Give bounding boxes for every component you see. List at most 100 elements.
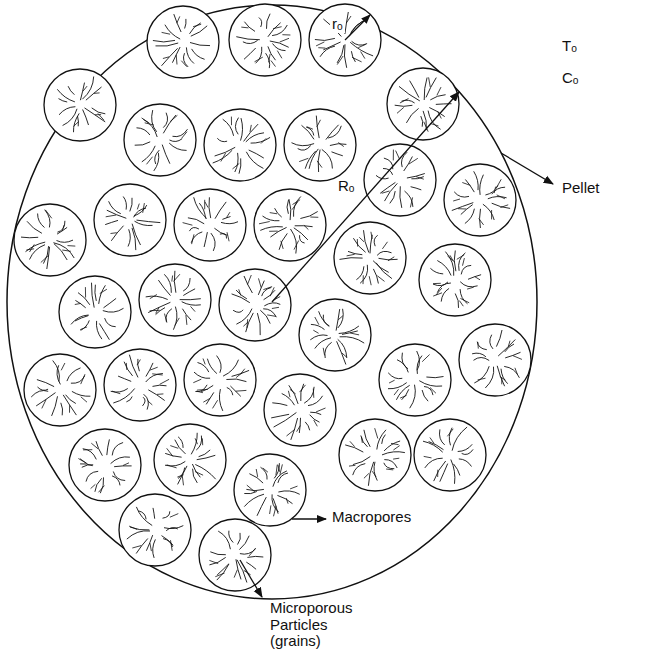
micropore-stroke	[453, 199, 460, 201]
micropore-stroke	[374, 235, 378, 246]
micropore-stroke	[150, 367, 158, 370]
micropore-stroke	[147, 401, 152, 405]
micropore-stroke	[472, 353, 486, 357]
micropore-stroke	[273, 27, 282, 29]
micropore-stroke	[167, 448, 173, 456]
micropore-stroke	[304, 387, 314, 403]
micropore-stroke	[182, 309, 191, 320]
micropore-stroke	[209, 197, 211, 218]
micropore-stroke	[298, 146, 311, 151]
grain-outline	[14, 204, 86, 276]
micropore-stroke	[384, 460, 397, 468]
micropore-stroke	[59, 107, 75, 115]
micropore-stroke	[57, 365, 60, 384]
micropore-stroke	[243, 40, 258, 43]
micropore-stroke	[508, 341, 510, 347]
micropore-stroke	[148, 302, 170, 312]
micropore-stroke	[209, 557, 225, 565]
micropore-stroke	[143, 119, 157, 137]
grain-outline	[229, 4, 301, 76]
micropore-stroke	[276, 465, 277, 476]
micropore-stroke	[146, 296, 168, 299]
pellet-radius-line	[272, 92, 459, 302]
micropore-stroke	[96, 321, 101, 339]
micropore-stroke	[215, 202, 226, 219]
micropore-stroke	[164, 274, 171, 293]
temperature-label: Tₒ	[560, 38, 579, 55]
grain	[229, 4, 301, 76]
micropore-stroke	[263, 468, 268, 472]
micropore-stroke	[173, 307, 177, 330]
micropore-stroke	[400, 396, 406, 399]
micropore-stroke	[215, 573, 224, 577]
micropore-stroke	[477, 342, 479, 349]
micropore-stroke	[340, 337, 365, 343]
micropore-stroke	[352, 57, 362, 62]
micropore-stroke	[264, 303, 280, 306]
micropore-stroke	[21, 237, 38, 239]
micropore-stroke	[83, 449, 97, 460]
micropore-stroke	[338, 309, 343, 328]
grain-outline	[284, 109, 356, 181]
micropore-stroke	[289, 385, 298, 404]
micropore-stroke	[163, 115, 176, 133]
micropore-stroke	[236, 390, 247, 392]
micropore-stroke	[364, 473, 369, 478]
micropore-stroke	[111, 232, 117, 234]
grain	[339, 419, 411, 491]
micropore-stroke	[45, 210, 51, 218]
micropore-stroke	[130, 527, 149, 530]
micropore-stroke	[162, 145, 170, 164]
grain-outline	[119, 494, 191, 566]
micropore-stroke	[246, 313, 254, 332]
micropore-stroke	[233, 310, 243, 313]
micropore-stroke	[235, 118, 238, 135]
micropore-stroke	[338, 316, 343, 320]
micropore-stroke	[317, 161, 322, 168]
micropore-stroke	[206, 392, 214, 404]
pellet-radius-label: Rₒ	[336, 178, 357, 195]
micropore-stroke	[319, 311, 330, 326]
micropore-stroke	[422, 390, 428, 401]
micropore-stroke	[95, 114, 101, 115]
grain	[184, 344, 256, 416]
micropore-stroke	[103, 308, 124, 312]
grain	[119, 494, 191, 566]
micropore-stroke	[113, 472, 125, 481]
micropore-stroke	[127, 531, 150, 539]
micropore-stroke	[338, 143, 344, 147]
grain	[419, 244, 491, 316]
grain-outline	[334, 222, 406, 294]
grain	[24, 354, 96, 426]
micropore-stroke	[85, 108, 106, 122]
micropore-stroke	[430, 95, 445, 100]
micropore-stroke	[409, 158, 418, 164]
micropore-stroke	[53, 361, 60, 382]
micropore-stroke	[433, 282, 448, 286]
micropore-stroke	[388, 257, 394, 261]
micropore-stroke	[463, 258, 465, 266]
micropore-stroke	[353, 238, 365, 252]
micropore-stroke	[270, 213, 277, 214]
micropore-stroke	[53, 243, 74, 258]
micropore-stroke	[165, 453, 181, 457]
grain-radius-label: rₒ	[330, 16, 345, 33]
micropore-stroke	[205, 202, 208, 208]
micropore-stroke	[72, 391, 91, 396]
micropore-stroke	[400, 186, 402, 208]
micropore-stroke	[82, 77, 93, 100]
micropore-stroke	[411, 187, 422, 190]
micropore-stroke	[71, 315, 89, 324]
micropore-stroke	[128, 229, 130, 246]
micropore-stroke	[112, 476, 120, 486]
micropore-stroke	[513, 356, 522, 360]
micropore-stroke	[171, 276, 173, 282]
micropore-stroke	[220, 234, 227, 239]
micropore-stroke	[270, 505, 271, 514]
micropore-stroke	[164, 526, 183, 529]
micropore-stroke	[260, 227, 283, 231]
micropore-stroke	[452, 203, 474, 211]
micropore-stroke	[328, 126, 341, 138]
micropore-stroke	[104, 298, 117, 307]
micropore-stroke	[401, 152, 407, 167]
